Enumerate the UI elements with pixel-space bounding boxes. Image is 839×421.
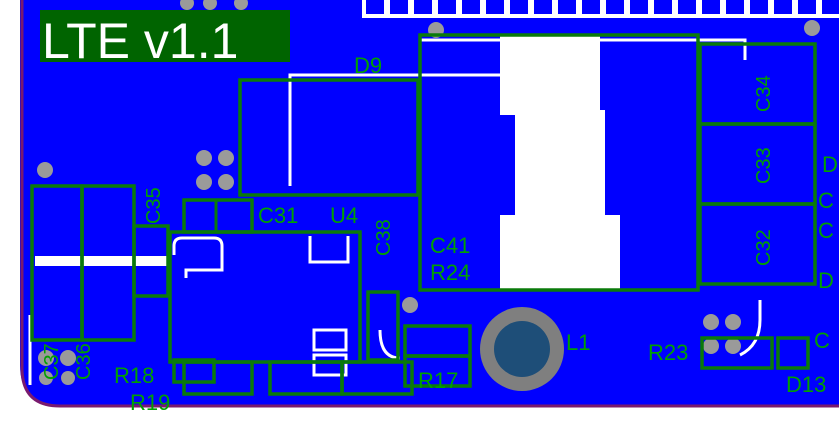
label-u4: U4	[330, 203, 358, 228]
via-c38	[402, 297, 418, 313]
test-points	[196, 150, 234, 190]
label-c31: C31	[258, 203, 298, 228]
r18-pad	[172, 358, 216, 384]
u4-outline	[168, 230, 362, 364]
vias-right	[703, 314, 741, 354]
r19-outline	[182, 360, 254, 396]
label-d9: D9	[354, 53, 382, 78]
label-edge-c-1: C	[818, 188, 834, 213]
c32-outline	[698, 202, 817, 286]
exposed-copper-areas	[35, 35, 620, 290]
label-c34: C34	[753, 75, 775, 112]
label-c36: C36	[73, 343, 95, 380]
label-c32: C32	[753, 229, 775, 266]
label-c37: C37	[41, 343, 63, 380]
label-d13: D13	[786, 372, 826, 397]
board-edge	[20, 0, 839, 408]
d9-outline	[238, 78, 420, 197]
label-l1: L1	[566, 330, 590, 355]
title-block	[40, 10, 290, 62]
board-title: LTE v1.1	[42, 13, 238, 69]
header-pads	[362, 0, 839, 18]
label-c38: C38	[373, 219, 395, 256]
label-edge-c-2: C	[818, 218, 834, 243]
l1-core	[494, 321, 550, 377]
r23-outline	[700, 336, 774, 370]
r24-pads-bottom	[403, 354, 472, 388]
c35-side-pad	[132, 224, 170, 298]
c38-outline	[366, 290, 400, 362]
inductor-outline	[418, 33, 700, 292]
d13-outline	[776, 336, 810, 370]
c36-c37-vias	[38, 350, 76, 385]
label-c33: C33	[753, 147, 775, 184]
label-edge-d-top: D	[822, 152, 838, 177]
label-r18: R18	[114, 363, 154, 388]
label-edge-c-3: C	[814, 328, 830, 353]
r17-outline-right	[340, 360, 414, 396]
label-edge-d-mid: D	[818, 268, 834, 293]
label-c41: C41	[430, 233, 470, 258]
label-r23: R23	[648, 340, 688, 365]
label-r17: R17	[418, 368, 458, 393]
label-c35: C35	[143, 187, 165, 224]
label-r19: R19	[130, 390, 170, 415]
copper-pour	[20, 0, 839, 405]
label-r24: R24	[430, 260, 470, 285]
